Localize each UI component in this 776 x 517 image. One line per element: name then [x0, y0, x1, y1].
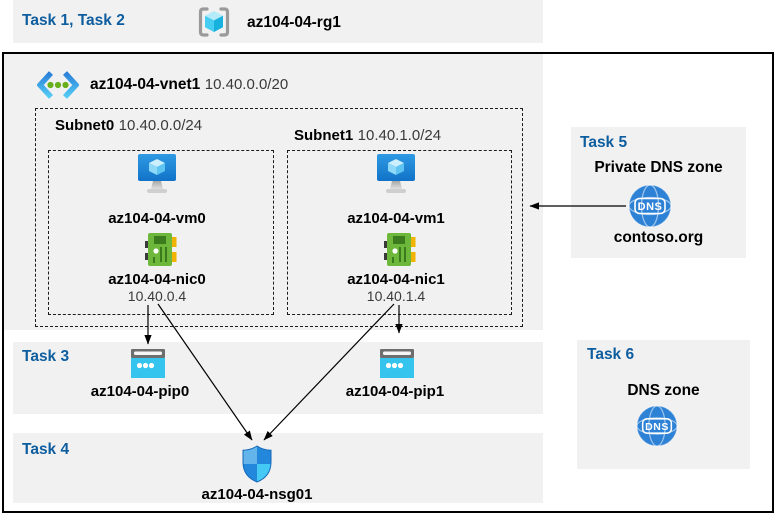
dns-icon-text: DNS	[645, 421, 669, 433]
nsg-shield-icon	[241, 445, 273, 483]
task3-band: Task 3 az104-04-pip0 az104-04-pip1	[13, 342, 543, 414]
nic0-name: az104-04-nic0	[108, 271, 206, 288]
nic1-icon	[384, 232, 416, 268]
task6-label: Task 6	[587, 346, 635, 363]
vnet-icon	[37, 70, 79, 100]
task1-task2-band: Task 1, Task 2 az104-04-rg1	[13, 0, 543, 43]
private-dns-zone-icon: DNS	[627, 183, 673, 229]
nic1-name: az104-04-nic1	[347, 271, 445, 288]
vnet-name: az104-04-vnet1	[90, 76, 201, 93]
vm0-name: az104-04-vm0	[108, 210, 206, 227]
nic0-icon	[145, 232, 177, 268]
vm1-name: az104-04-vm1	[347, 210, 445, 227]
public-ip1-icon	[380, 349, 414, 378]
task5-box: Task 5 Private DNS zone DNS contoso.org	[571, 127, 746, 258]
private-dns-zone-name: contoso.org	[613, 229, 704, 246]
vnet-area: az104-04-vnet1 10.40.0.0/20 Subnet0 10.4…	[4, 54, 543, 330]
vm0-icon	[137, 154, 177, 198]
task3-label: Task 3	[22, 348, 70, 365]
vnet-cidr: 10.40.0.0/20	[204, 76, 289, 93]
vm1-icon	[376, 154, 416, 198]
dns-zone-title: DNS zone	[627, 382, 700, 399]
task1-task2-label: Task 1, Task 2	[22, 12, 125, 29]
resource-group-name: az104-04-rg1	[247, 14, 341, 31]
task5-label: Task 5	[580, 134, 628, 151]
nic0-ip: 10.40.0.4	[127, 288, 187, 304]
private-dns-zone-title: Private DNS zone	[594, 159, 723, 176]
task4-label: Task 4	[22, 441, 70, 458]
task4-band: Task 4 az104-04-nsg01	[13, 433, 543, 503]
nsg-name: az104-04-nsg01	[201, 486, 313, 503]
subnet1-cidr: 10.40.1.0/24	[357, 127, 442, 144]
resource-group-icon	[197, 6, 231, 38]
dns-icon-text: DNS	[638, 201, 663, 213]
pip0-name: az104-04-pip0	[90, 383, 190, 400]
public-ip0-icon	[131, 349, 165, 378]
subnet1-title: Subnet1 10.40.1.0/24	[294, 127, 441, 145]
task6-box: Task 6 DNS zone DNS	[577, 340, 750, 469]
subnet0-name: Subnet0	[55, 117, 115, 134]
subnet0-title: Subnet0 10.40.0.0/24	[55, 117, 202, 135]
subnet0-cidr: 10.40.0.0/24	[118, 117, 203, 134]
nic1-ip: 10.40.1.4	[366, 288, 426, 304]
vnet-title: az104-04-vnet1 10.40.0.0/20	[90, 76, 288, 94]
dns-zone-icon: DNS	[635, 404, 679, 448]
subnet1-name: Subnet1	[294, 127, 354, 144]
diagram-frame	[2, 52, 774, 513]
pip1-name: az104-04-pip1	[345, 383, 445, 400]
